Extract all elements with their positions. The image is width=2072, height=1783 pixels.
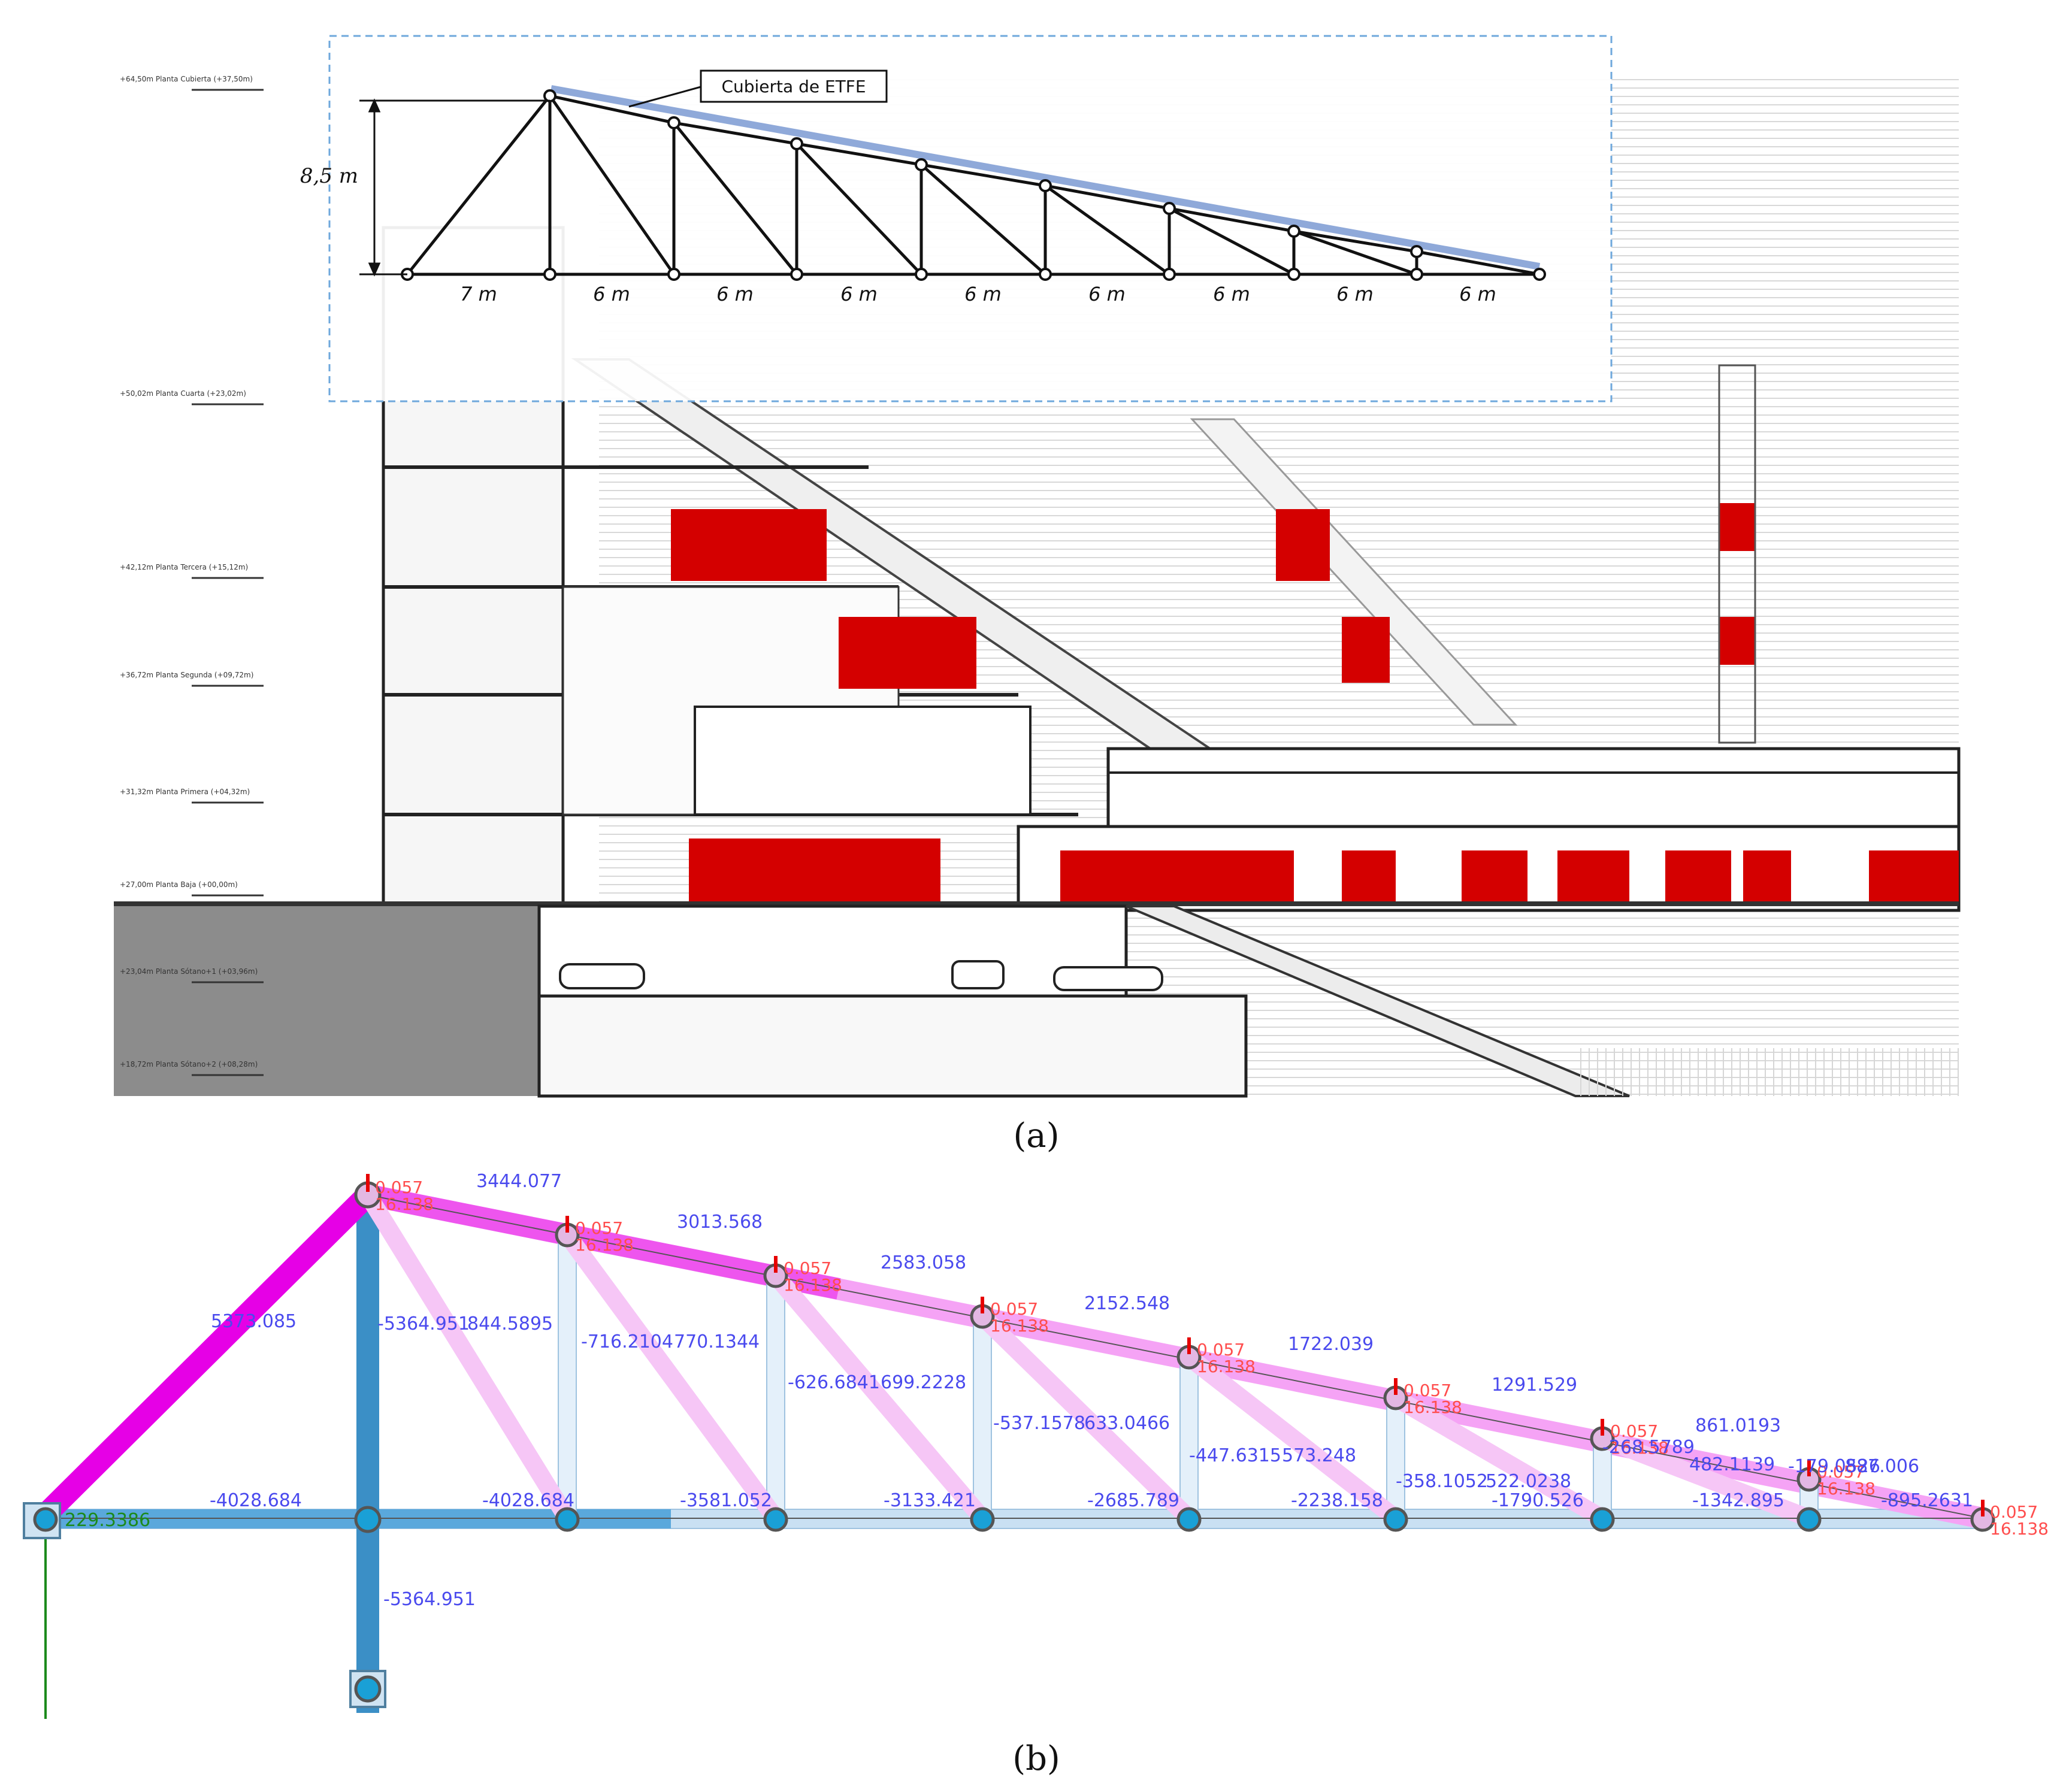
node-load-b: 16.138 bbox=[784, 1275, 842, 1295]
level-label: +50,02m Planta Cuarta (+23,02m) bbox=[120, 389, 246, 398]
bottom-chord-force: -1342.895 bbox=[1692, 1490, 1784, 1511]
panel-a-truss-inset: 8,5 m Cubierta de ETFE 7 m 6 m 6 m 6 m 6… bbox=[300, 35, 1613, 402]
top-chord-force: 2583.058 bbox=[881, 1252, 966, 1273]
node-load-b: 16.138 bbox=[1990, 1519, 2049, 1539]
post-force: -626.6841 bbox=[788, 1372, 880, 1393]
level-label: +27,00m Planta Baja (+00,00m) bbox=[120, 880, 238, 889]
top-chord-force: 1291.529 bbox=[1492, 1375, 1577, 1395]
post-force: -537.1578 bbox=[993, 1413, 1085, 1434]
top-chord-force: 2152.548 bbox=[1084, 1293, 1170, 1314]
node-load-a: 0.057 bbox=[1403, 1381, 1451, 1400]
bottom-chord-force: -3133.421 bbox=[884, 1490, 976, 1511]
level-label: +31,32m Planta Primera (+04,32m) bbox=[120, 788, 250, 796]
diagonal-force: 573.248 bbox=[1282, 1445, 1356, 1466]
etfe-callout: Cubierta de ETFE bbox=[721, 77, 866, 96]
node-load-b: 16.138 bbox=[575, 1235, 634, 1255]
span-label: 6 m bbox=[1336, 283, 1374, 305]
column-force: -5364.951 bbox=[383, 1589, 476, 1610]
bottom-chord-force: -4028.684 bbox=[210, 1490, 302, 1511]
span-label: 6 m bbox=[1213, 283, 1250, 305]
top-chord-force: 1722.039 bbox=[1288, 1334, 1374, 1355]
post-force: -358.1052 bbox=[1396, 1471, 1488, 1492]
level-label: +42,12m Planta Tercera (+15,12m) bbox=[120, 563, 248, 571]
node-load-a: 0.057 bbox=[1817, 1462, 1865, 1482]
post-force: -5364.951 bbox=[377, 1313, 470, 1334]
node-load-b: 16.138 bbox=[1197, 1357, 1256, 1376]
bottom-chord-force: -2238.158 bbox=[1291, 1490, 1383, 1511]
span-label: 6 m bbox=[1459, 283, 1496, 305]
post-force: -268.5789 bbox=[1602, 1437, 1695, 1458]
diagonal-force: 633.0466 bbox=[1084, 1413, 1170, 1434]
node-load-b: 16.138 bbox=[1403, 1397, 1462, 1417]
level-label: +23,04m Planta Sótano+1 (+03,96m) bbox=[120, 967, 258, 976]
post-force: -447.6315 bbox=[1189, 1445, 1281, 1466]
level-label: +64,50m Planta Cubierta (+37,50m) bbox=[120, 75, 253, 83]
height-dimension: 8,5 m bbox=[300, 164, 358, 188]
diagonal-force: 770.1344 bbox=[674, 1331, 760, 1352]
bottom-chord-force: -895.2631 bbox=[1881, 1490, 1973, 1511]
bottom-chord-force: -2685.789 bbox=[1087, 1490, 1179, 1511]
span-label: 6 m bbox=[840, 283, 878, 305]
span-label: 6 m bbox=[964, 283, 1002, 305]
post-force: -179.0526 bbox=[1788, 1456, 1880, 1477]
diagonal-force: 482.1139 bbox=[1689, 1454, 1775, 1475]
diagonal-force: 844.5895 bbox=[467, 1313, 553, 1334]
level-label: +18,72m Planta Sótano+2 (+08,28m) bbox=[120, 1060, 258, 1068]
caption-a: (a) bbox=[1013, 1116, 1059, 1155]
top-chord-force: 3444.077 bbox=[476, 1171, 562, 1192]
diagonal-force: 522.0238 bbox=[1486, 1471, 1571, 1492]
node-load-a: 0.057 bbox=[375, 1177, 423, 1197]
node-load-b: 16.138 bbox=[1817, 1479, 1876, 1499]
node-load-b: 16.138 bbox=[375, 1194, 434, 1214]
node-load-a: 0.057 bbox=[1610, 1421, 1658, 1441]
bottom-chord-force: -4028.684 bbox=[482, 1490, 574, 1511]
post-force: -716.2104 bbox=[581, 1331, 673, 1352]
node-load-a: 0.057 bbox=[575, 1218, 623, 1238]
top-chord-force: 887.006 bbox=[1845, 1456, 1919, 1477]
span-label: 6 m bbox=[1088, 283, 1126, 305]
node-load-a: 0.057 bbox=[1197, 1340, 1245, 1360]
diagonal-force: 699.2228 bbox=[881, 1372, 966, 1393]
bottom-chord-force: -1790.526 bbox=[1492, 1490, 1584, 1511]
span-label: 6 m bbox=[593, 283, 630, 305]
node-load-b: 16.138 bbox=[1610, 1438, 1669, 1458]
inclined-member-force: 5373.085 bbox=[211, 1311, 297, 1332]
caption-b: (b) bbox=[1012, 1739, 1060, 1778]
span-label: 6 m bbox=[716, 283, 754, 305]
top-chord-force: 3013.568 bbox=[677, 1212, 763, 1233]
top-chord-force: 861.0193 bbox=[1695, 1415, 1781, 1436]
support-reaction: 229.3386 bbox=[65, 1510, 150, 1531]
bottom-chord-force: -3581.052 bbox=[680, 1490, 772, 1511]
node-load-a: 0.057 bbox=[990, 1299, 1038, 1319]
level-label: +36,72m Planta Segunda (+09,72m) bbox=[120, 671, 253, 679]
node-load-a: 0.057 bbox=[1990, 1502, 2038, 1522]
node-load-a: 0.057 bbox=[784, 1258, 831, 1278]
panel-b-force-diagram bbox=[23, 1174, 1995, 1719]
span-label: 7 m bbox=[460, 283, 497, 305]
node-load-b: 16.138 bbox=[990, 1316, 1049, 1336]
